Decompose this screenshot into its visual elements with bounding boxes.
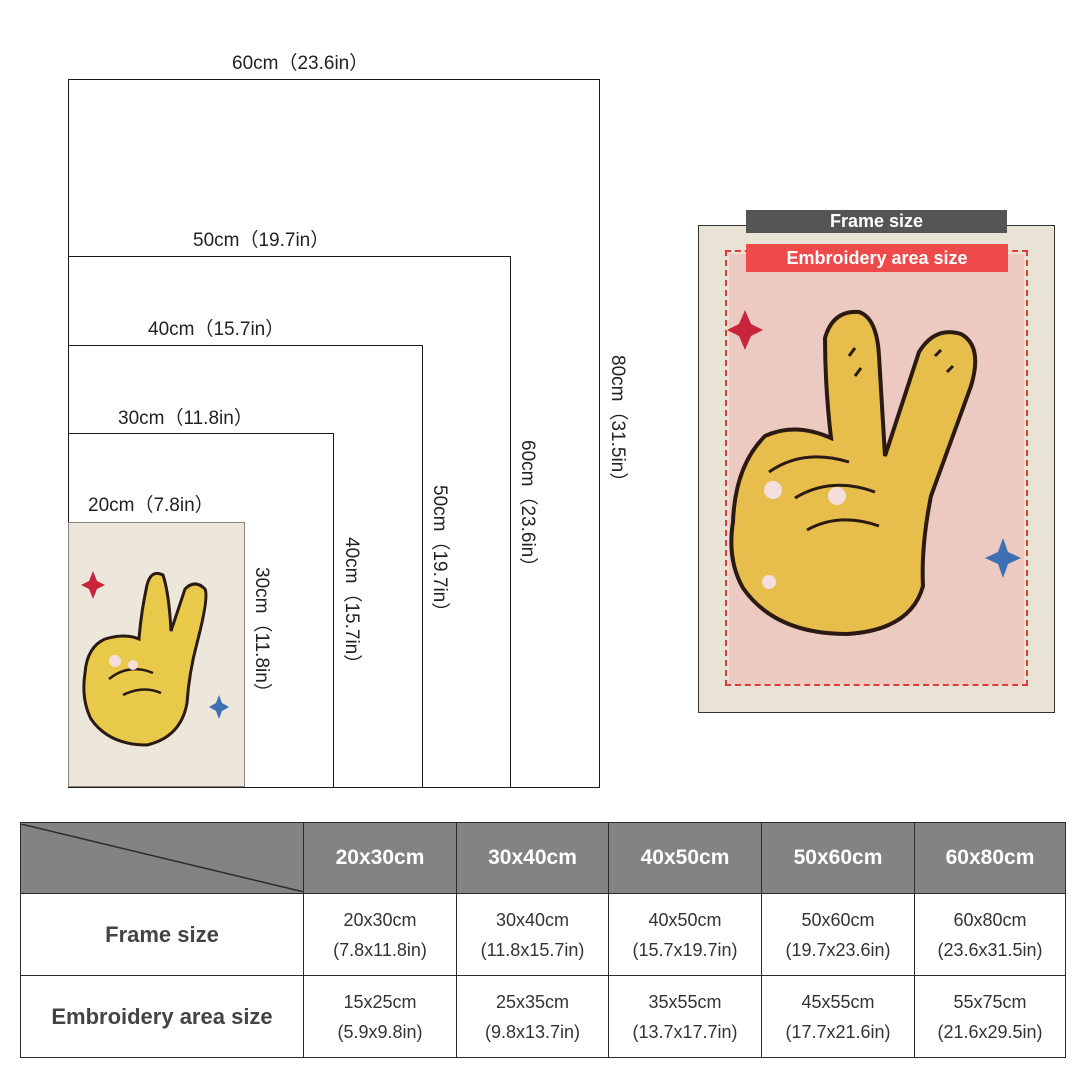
table-row: Embroidery area size 15x25cm(5.9x9.8in) …: [20, 975, 1066, 1058]
row-label-embroidery-area-size: Embroidery area size: [20, 975, 304, 1058]
height-label-50cm: 50cm（19.7in）: [429, 485, 450, 622]
table-cell: 30x40cm(11.8x15.7in): [456, 893, 609, 976]
table-cell: 50x60cm(19.7x23.6in): [761, 893, 915, 976]
header-30x40: 30x40cm: [456, 822, 609, 894]
header-60x80: 60x80cm: [914, 822, 1066, 894]
peace-hand-thumbnail-illustration: [81, 571, 229, 747]
table-cell: 35x55cm(13.7x17.7in): [608, 975, 762, 1058]
peace-hand-preview-illustration: [727, 309, 1021, 637]
header-50x60: 50x60cm: [761, 822, 915, 894]
table-cell: 20x30cm(7.8x11.8in): [303, 893, 457, 976]
product-thumbnail-20x30: [68, 522, 245, 787]
width-label-60cm: 60cm（23.6in）: [232, 53, 369, 74]
table-cell: 55x75cm(21.6x29.5in): [914, 975, 1066, 1058]
table-cell: 15x25cm(5.9x9.8in): [303, 975, 457, 1058]
header-20x30: 20x30cm: [303, 822, 457, 894]
width-label-20cm: 20cm（7.8in）: [88, 495, 214, 516]
product-preview: [698, 225, 1055, 713]
width-label-30cm: 30cm（11.8in）: [118, 408, 253, 429]
table-cell: 45x55cm(17.7x21.6in): [761, 975, 915, 1058]
width-label-50cm: 50cm（19.7in）: [193, 230, 330, 251]
table-cell: 40x50cm(15.7x19.7in): [608, 893, 762, 976]
height-label-30cm: 30cm（11.8in）: [251, 567, 272, 702]
width-label-40cm: 40cm（15.7in）: [148, 319, 285, 340]
height-label-60cm: 60cm（23.6in）: [517, 440, 538, 577]
size-table: 20x30cm 30x40cm 40x50cm 50x60cm 60x80cm …: [20, 822, 1066, 1058]
embroidery-area-badge: Embroidery area size: [746, 244, 1008, 272]
table-corner-cell: [20, 822, 304, 894]
table-cell: 60x80cm(23.6x31.5in): [914, 893, 1066, 976]
corner-diagonal-line: [21, 824, 304, 892]
header-40x50: 40x50cm: [608, 822, 762, 894]
table-row: Frame size 20x30cm(7.8x11.8in) 30x40cm(1…: [20, 893, 1066, 976]
table-cell: 25x35cm(9.8x13.7in): [456, 975, 609, 1058]
height-label-80cm: 80cm（31.5in）: [607, 355, 628, 492]
frame-size-badge: Frame size: [746, 210, 1007, 233]
table-header-row: 20x30cm 30x40cm 40x50cm 50x60cm 60x80cm: [20, 822, 1066, 894]
height-label-40cm: 40cm（15.7in）: [341, 537, 362, 674]
row-label-frame-size: Frame size: [20, 893, 304, 976]
